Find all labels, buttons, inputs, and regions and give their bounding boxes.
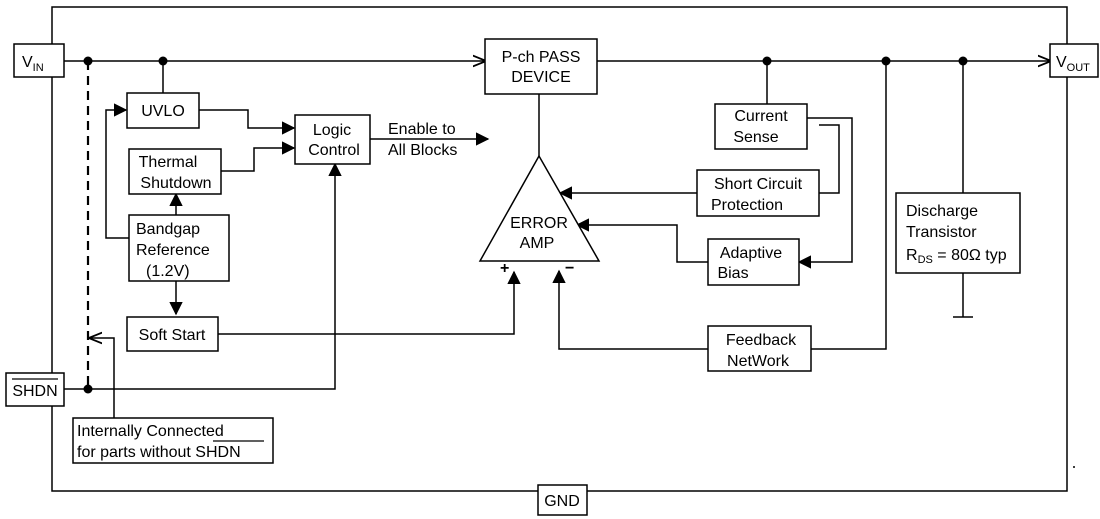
adaptive-bias-block: Adaptive Bias bbox=[707, 238, 800, 286]
error-amp-minus: − bbox=[565, 260, 574, 277]
note-line2-overbar: SHDN bbox=[195, 444, 240, 461]
internal-connection-note: Internally Connected for parts without S… bbox=[72, 417, 274, 464]
error-amp-line1: ERROR bbox=[510, 215, 568, 232]
pin-gnd: GND bbox=[537, 484, 588, 516]
uvlo-block: UVLO bbox=[126, 92, 200, 129]
bandgap-line1: Bandgap bbox=[136, 221, 200, 238]
pin-vout: VOUT bbox=[1049, 43, 1099, 78]
pin-vin-main: V bbox=[22, 54, 33, 71]
error-amp: ERROR AMP + − bbox=[478, 154, 601, 277]
pass-device-line1: P-ch PASS bbox=[502, 49, 581, 66]
short-circuit-line2: Protection bbox=[711, 197, 783, 214]
logic-control-block: Logic Control bbox=[294, 114, 371, 165]
bandgap-reference-block: Bandgap Reference (1.2V) bbox=[128, 214, 230, 282]
short-circuit-line1: Short Circuit bbox=[714, 176, 803, 193]
enable-line1: Enable to bbox=[388, 121, 456, 138]
discharge-line2: Transistor bbox=[906, 224, 977, 241]
thermal-line1: Thermal bbox=[139, 154, 198, 171]
svg-text:RDS = 80Ω typ: RDS = 80Ω typ bbox=[906, 247, 1007, 266]
thermal-shutdown-block: Thermal Shutdown bbox=[128, 148, 222, 195]
uvlo-label: UVLO bbox=[141, 103, 185, 120]
pass-device-block: P-ch PASS DEVICE bbox=[484, 38, 598, 95]
soft-start-block: Soft Start bbox=[126, 316, 219, 352]
discharge-transistor-block: Discharge Transistor RDS = 80Ω typ bbox=[895, 192, 1021, 274]
adaptive-bias-line2: Bias bbox=[717, 265, 748, 282]
discharge-r-sub: DS bbox=[918, 254, 933, 266]
pin-vin-sub: IN bbox=[33, 62, 44, 74]
pin-shdn: SHDN bbox=[5, 372, 65, 407]
svg-text:for parts without SHDN: for parts without SHDN bbox=[77, 444, 241, 461]
current-sense-line1: Current bbox=[734, 108, 788, 125]
feedback-line1: Feedback bbox=[726, 332, 797, 349]
svg-text:VIN: VIN bbox=[22, 54, 44, 74]
pin-shdn-label: SHDN bbox=[12, 383, 57, 400]
bandgap-line3: (1.2V) bbox=[146, 263, 190, 280]
wires bbox=[64, 61, 1050, 418]
stray-dot bbox=[1073, 466, 1075, 468]
pin-vin: VIN bbox=[13, 43, 65, 78]
enable-line2: All Blocks bbox=[388, 142, 457, 159]
short-circuit-block: Short Circuit Protection bbox=[696, 169, 820, 217]
pass-device-line2: DEVICE bbox=[511, 69, 571, 86]
pin-vout-main: V bbox=[1056, 54, 1067, 71]
junction-dots bbox=[83, 56, 968, 394]
current-sense-line2: Sense bbox=[733, 129, 778, 146]
error-amp-line2: AMP bbox=[520, 235, 555, 252]
discharge-r-main: R bbox=[906, 247, 918, 264]
pin-vout-sub: OUT bbox=[1067, 62, 1091, 74]
thermal-line2: Shutdown bbox=[140, 175, 211, 192]
discharge-line1: Discharge bbox=[906, 203, 978, 220]
note-line1: Internally Connected bbox=[77, 423, 224, 440]
bandgap-line2: Reference bbox=[136, 242, 210, 259]
feedback-network-block: Feedback NetWork bbox=[707, 325, 812, 372]
logic-line1: Logic bbox=[313, 122, 351, 139]
note-line2-prefix: for parts without bbox=[77, 444, 195, 461]
error-amp-plus: + bbox=[500, 260, 509, 277]
soft-start-label: Soft Start bbox=[139, 327, 206, 344]
current-sense-block: Current Sense bbox=[714, 103, 808, 150]
svg-text:VOUT: VOUT bbox=[1056, 54, 1090, 74]
adaptive-bias-line1: Adaptive bbox=[720, 245, 782, 262]
feedback-line2: NetWork bbox=[727, 353, 790, 370]
enable-label: Enable to All Blocks bbox=[388, 121, 457, 159]
pin-gnd-label: GND bbox=[544, 493, 580, 510]
discharge-r-value: = 80Ω typ bbox=[933, 247, 1007, 264]
logic-line2: Control bbox=[308, 142, 360, 159]
